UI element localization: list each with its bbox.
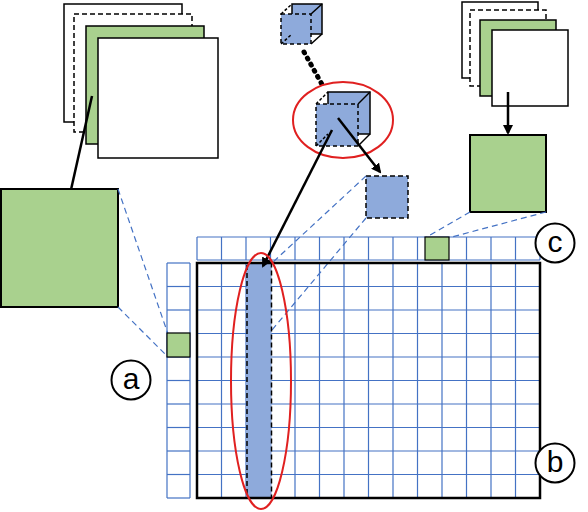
- arrow: [338, 118, 380, 172]
- grid-line: [196, 237, 197, 260]
- feature-map-stack: [462, 2, 568, 106]
- callout-circle: c: [534, 222, 576, 264]
- kernel-cube: [316, 92, 370, 146]
- callout-letter: c: [548, 225, 563, 259]
- green-slice: [1, 189, 118, 307]
- grid-line: [515, 237, 516, 260]
- grid-line: [166, 263, 167, 498]
- grid-line: [490, 237, 491, 260]
- callout-circle: a: [110, 359, 152, 401]
- matrix-border: [197, 263, 540, 498]
- ellipsis-dots: [304, 52, 324, 88]
- callout-circle: b: [534, 442, 576, 484]
- leader-lines: [425, 212, 546, 238]
- grid-line: [167, 497, 190, 498]
- grid-line: [167, 380, 190, 381]
- highlight-column: [247, 263, 272, 498]
- green-slice: [470, 135, 546, 212]
- kernel-cube: [281, 4, 322, 44]
- grid-line: [466, 237, 467, 260]
- grid-line: [294, 237, 295, 260]
- grid-line: [245, 237, 246, 260]
- grid-line: [392, 237, 393, 260]
- grid-line: [167, 474, 190, 475]
- green-cell: [167, 333, 190, 357]
- grid-line: [167, 450, 190, 451]
- arrow: [507, 92, 510, 133]
- grid-line: [368, 237, 369, 260]
- grid-line: [417, 237, 418, 260]
- matrix-grid: [167, 237, 540, 498]
- grid-line: [167, 286, 190, 287]
- grid-line: [189, 263, 190, 498]
- grid-line: [221, 237, 222, 260]
- grid-line: [167, 262, 190, 263]
- arrow: [263, 130, 332, 266]
- grid-line: [167, 403, 190, 404]
- grid-line: [197, 236, 540, 237]
- grid-line: [343, 237, 344, 260]
- grid-line: [167, 309, 190, 310]
- grid-line: [197, 259, 540, 260]
- leader-lines: [118, 189, 168, 357]
- highlight-ellipse: [231, 253, 291, 509]
- callout-letter: a: [123, 362, 140, 396]
- grid-line: [319, 237, 320, 260]
- feature-map-stack: [64, 4, 218, 158]
- kernel-slice: [366, 176, 408, 218]
- green-cell: [425, 237, 449, 260]
- highlight-ellipse: [293, 82, 393, 158]
- callout-letter: b: [547, 445, 564, 479]
- grid-line: [167, 427, 190, 428]
